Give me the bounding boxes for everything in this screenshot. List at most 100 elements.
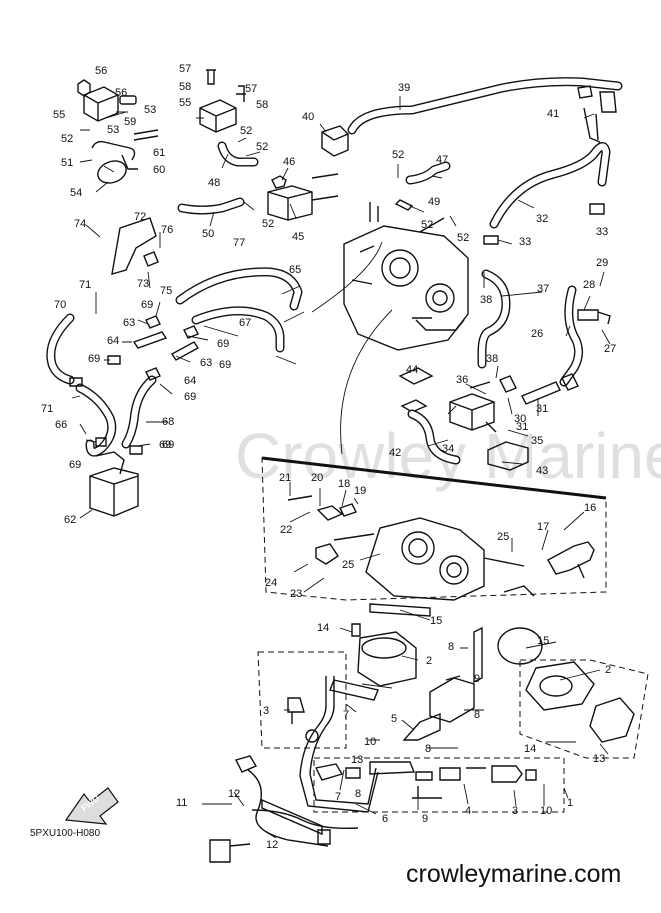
callout-label: 40	[302, 111, 314, 123]
callout-label: 57	[179, 63, 191, 75]
callout-label: 15	[430, 615, 442, 627]
callout-label: 45	[292, 231, 304, 243]
callout-label: 7	[335, 791, 341, 803]
sensor-bracket-group	[77, 79, 159, 184]
callout-label: 28	[583, 279, 595, 291]
diagram-code: 5PXU100-H080	[30, 828, 100, 839]
callout-label: 66	[55, 419, 67, 431]
callout-label: 2	[605, 664, 611, 676]
callout-label: 17	[537, 521, 549, 533]
hose-47	[394, 161, 451, 211]
detail-pointer	[340, 309, 393, 455]
callout-label: 14	[317, 622, 329, 634]
callout-label: 49	[428, 196, 440, 208]
callout-label: 67	[239, 317, 251, 329]
callout-label: 48	[208, 177, 220, 189]
callout-label: 69	[219, 359, 231, 371]
callout-label: 74	[74, 218, 86, 230]
callout-label: 53	[144, 104, 156, 116]
callout-label: 57	[245, 83, 257, 95]
leader-lines-upper	[71, 96, 611, 519]
leader-lines-lower	[202, 482, 609, 839]
callout-label: 25	[497, 531, 509, 543]
callout-label: 63	[200, 357, 212, 369]
callout-label: 61	[153, 147, 165, 159]
callout-label: 56	[95, 65, 107, 77]
hose-66	[75, 383, 117, 457]
air-valve-62	[89, 451, 139, 517]
callout-label: 35	[531, 435, 543, 447]
callout-label: 44	[406, 364, 418, 376]
callout-label: 70	[54, 299, 66, 311]
callout-label: 58	[256, 99, 268, 111]
callout-label: 9	[422, 813, 428, 825]
callout-label: 26	[531, 328, 543, 340]
callout-label: 10	[364, 736, 376, 748]
callout-label: 69	[88, 353, 100, 365]
purge-valve-group	[398, 367, 529, 471]
solenoid-valve-group	[267, 125, 349, 221]
wire-harness	[209, 755, 359, 863]
callout-label: 16	[584, 502, 596, 514]
callout-label: 8	[425, 743, 431, 755]
callout-label: 27	[604, 343, 616, 355]
callout-label: 75	[160, 285, 172, 297]
callout-label: 12	[228, 788, 240, 800]
callout-label: 4	[465, 805, 471, 817]
callout-label: 3	[263, 705, 269, 717]
callout-label: 73	[137, 278, 149, 290]
hose-26	[559, 285, 611, 387]
hose-65	[175, 267, 303, 311]
throttle-body-assembly-upper	[343, 202, 469, 351]
callout-label: 54	[70, 187, 82, 199]
callout-label: 6	[382, 813, 388, 825]
callout-label: 55	[179, 97, 191, 109]
detail-box-lower	[261, 456, 607, 601]
callout-label: 31	[536, 403, 548, 415]
callout-label: 52	[421, 219, 433, 231]
callout-label: 15	[537, 635, 549, 647]
callout-label: 23	[290, 588, 302, 600]
callout-label: 64	[107, 335, 119, 347]
fuel-line-group	[287, 676, 565, 813]
callout-label: 55	[53, 109, 65, 121]
fwd-arrow-icon: FWD	[64, 787, 119, 825]
callout-label: 65	[289, 264, 301, 276]
callout-label: 2	[426, 655, 432, 667]
callout-label: 59	[124, 116, 136, 128]
callout-label: 50	[202, 228, 214, 240]
callout-label: 37	[537, 283, 549, 295]
callout-label: 8	[355, 788, 361, 800]
callout-label: 33	[596, 226, 608, 238]
callout-label: 52	[61, 133, 73, 145]
callout-label: 10	[540, 805, 552, 817]
callout-label: 52	[256, 141, 268, 153]
callout-label: 52	[392, 149, 404, 161]
callout-label: 69	[162, 439, 174, 451]
callout-label: 64	[184, 375, 196, 387]
callout-label: 38	[480, 294, 492, 306]
callout-label: 32	[536, 213, 548, 225]
callout-label: 69	[159, 439, 171, 451]
callout-label: 71	[41, 403, 53, 415]
callout-label: 7	[343, 709, 349, 721]
callout-label: 71	[79, 279, 91, 291]
callout-label: 52	[240, 125, 252, 137]
hose-70	[46, 313, 75, 385]
callout-label: 62	[64, 514, 76, 526]
callout-label: 30	[514, 413, 526, 425]
callout-label: 22	[280, 524, 292, 536]
callout-label: 38	[486, 353, 498, 365]
callout-label: 34	[442, 443, 454, 455]
callout-label: 39	[398, 82, 410, 94]
callout-label: 43	[536, 465, 548, 477]
map-sensor-group	[177, 69, 259, 215]
callout-label: 21	[279, 472, 291, 484]
callout-label: 52	[457, 232, 469, 244]
callout-label: 1	[567, 797, 573, 809]
callout-label: 24	[265, 577, 277, 589]
callout-label: 42	[389, 447, 401, 459]
callout-label: 77	[233, 237, 245, 249]
callout-label: 18	[338, 478, 350, 490]
